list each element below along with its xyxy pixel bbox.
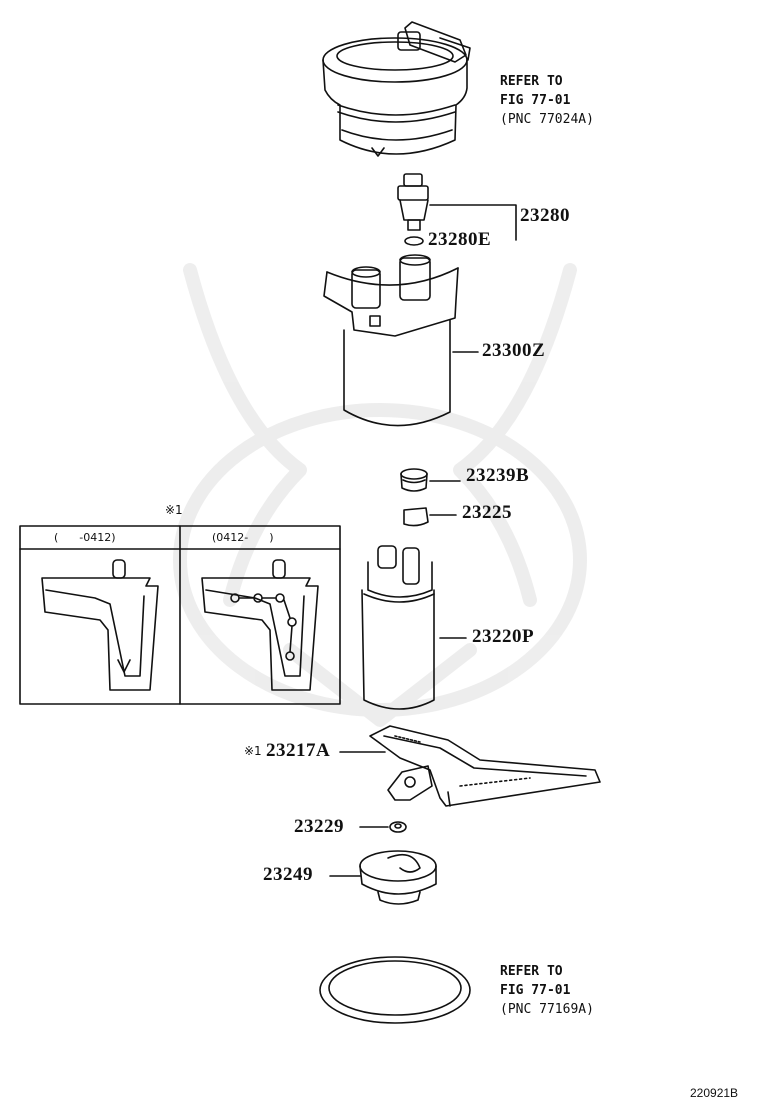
reference-line-1: REFER TO [500,74,563,89]
part-23249-drawing [329,850,437,905]
inset-box [19,525,341,705]
part-23217a-drawing [339,725,601,807]
part-label-23300z[interactable]: 23300Z [482,340,546,361]
part-label-23217a[interactable]: 23217A [266,740,331,761]
part-label-23220p[interactable]: 23220P [472,626,535,647]
watermark-logo [173,263,587,727]
reference-line-3: (PNC 77169A) [500,1002,594,1017]
part-23300z-drawing [323,254,479,427]
part-23225-drawing [403,507,457,527]
fuel-filter-cap [322,21,471,157]
reference-note-top: REFER TO FIG 77-01 (PNC 77024A) [500,72,594,129]
reference-line-2: FIG 77-01 [500,983,571,998]
inset-right-header: (0412- ) [212,531,274,544]
reference-line-3: (PNC 77024A) [500,112,594,127]
part-23239b-drawing [400,468,461,492]
part-label-23280e[interactable]: 23280E [428,229,492,250]
inset-left-header: ( -0412) [54,531,116,544]
part-label-23249[interactable]: 23249 [263,864,313,885]
part-label-23225[interactable]: 23225 [462,502,512,523]
part-label-23229[interactable]: 23229 [294,816,344,837]
part-label-23280[interactable]: 23280 [520,205,570,226]
inset-note-mark: ※1 [165,503,183,517]
part-23220p-drawing [361,545,467,710]
reference-line-1: REFER TO [500,964,563,979]
diagram-code: 220921B [690,1086,739,1100]
part-23229-drawing [359,821,407,833]
reference-line-2: FIG 77-01 [500,93,571,108]
gasket-ring-drawing [319,956,471,1024]
part-note-mark: ※1 [244,744,262,758]
part-23280-drawing [397,173,517,246]
reference-note-bottom: REFER TO FIG 77-01 (PNC 77169A) [500,962,594,1019]
part-label-23239b[interactable]: 23239B [466,465,530,486]
